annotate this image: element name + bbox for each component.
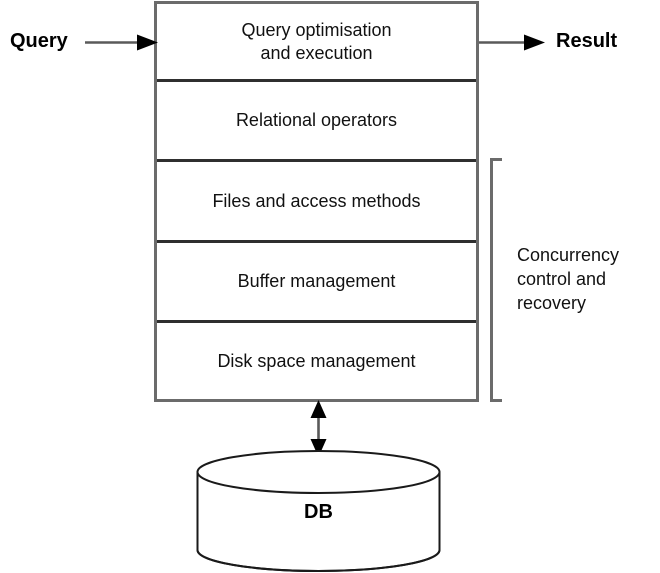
db-io-arrow: [310, 400, 327, 457]
db-cylinder: [196, 450, 441, 572]
result-out-arrow: [479, 34, 545, 51]
layer-query-optimisation-and-execution: Query optimisation and execution: [241, 19, 392, 63]
layer-files-and-access-methods: Files and access methods: [212, 190, 421, 211]
db-cylinder-label: DB: [304, 501, 333, 523]
bracket-annotation-label: Concurrency control and recovery: [517, 245, 620, 313]
query-in-arrow: [85, 34, 158, 51]
input-label-query: Query: [10, 30, 68, 52]
layer-buffer-management: Buffer management: [237, 271, 396, 292]
layer-relational-operators: Relational operators: [235, 110, 398, 131]
architecture-stack-outline: [154, 1, 479, 402]
output-label-result: Result: [556, 30, 618, 52]
layer-disk-space-management: Disk space management: [217, 350, 416, 371]
concurrency-bracket: [490, 158, 502, 402]
